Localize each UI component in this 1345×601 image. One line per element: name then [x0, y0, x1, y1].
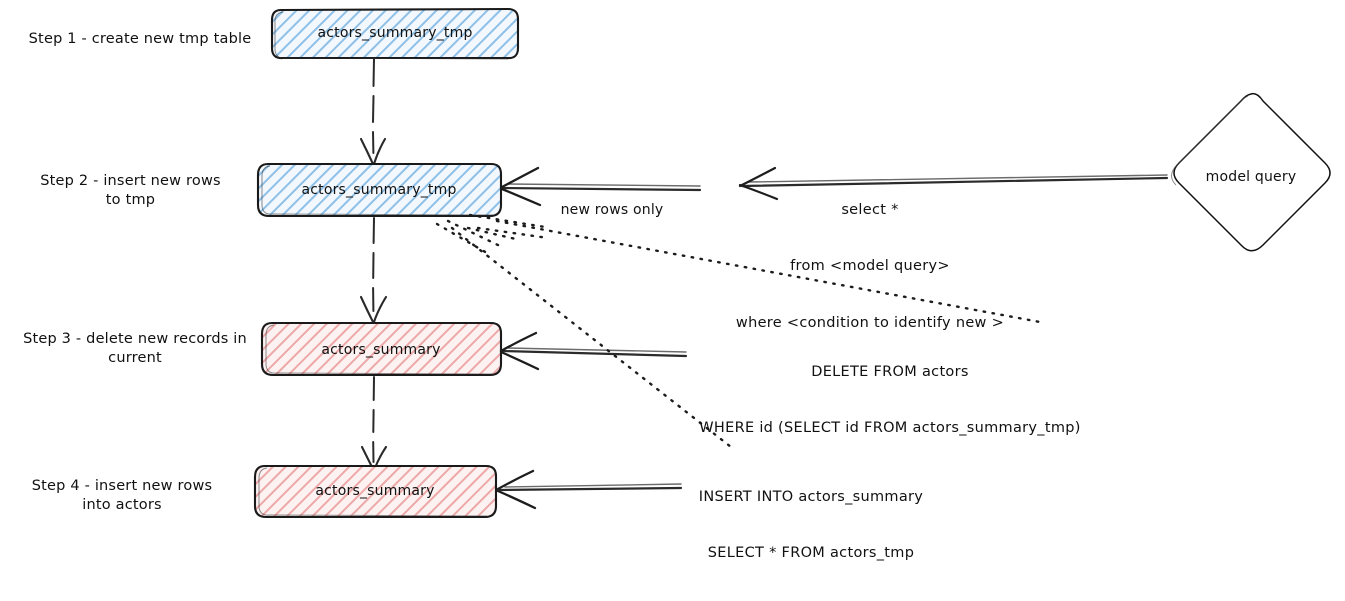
dotted-link-tmp-to-delete — [466, 213, 1042, 324]
step-4-label: Step 4 - insert new rows into actors — [31, 478, 213, 513]
sql-delete-block: DELETE FROM actors WHERE id (SELECT id F… — [680, 325, 1100, 476]
edge-label-new-rows-only: new rows only — [560, 202, 664, 218]
flow-arrow-2 — [359, 217, 388, 324]
sql-select-line-1: select * — [841, 201, 899, 218]
diagram-svg — [253, 7, 1331, 519]
node-3-label: actors_summary — [321, 342, 441, 358]
sql-select-line-2: from <model query> — [790, 258, 950, 275]
edge-insert-to-actors-summary — [496, 469, 683, 510]
flow-arrow-3 — [360, 376, 388, 473]
sql-select-block: select * from <model query> where <condi… — [720, 163, 1020, 370]
sql-delete-line-1: DELETE FROM actors — [811, 363, 969, 380]
edge-model-query-to-select — [738, 166, 1169, 201]
step-2-label: Step 2 - insert new rows to tmp — [40, 173, 221, 208]
node-4-label: actors_summary — [315, 483, 435, 499]
node-5-label: model query — [1205, 169, 1297, 185]
edge-delete-to-actors-summary — [499, 331, 688, 371]
sql-insert-line-1: INSERT INTO actors_summary — [698, 488, 924, 505]
node-1-label: actors_summary_tmp — [317, 25, 473, 41]
sql-insert-line-2: SELECT * FROM actors_tmp — [707, 545, 915, 562]
dotted-link-tmp-to-insert — [435, 219, 733, 449]
sql-delete-line-2: WHERE id (SELECT id FROM actors_summary_… — [699, 420, 1081, 437]
node-actors-summary-4[interactable] — [253, 464, 498, 519]
edge-select-to-tmp — [500, 166, 702, 207]
node-model-query-diamond[interactable] — [1171, 92, 1331, 252]
node-2-label: actors_summary_tmp — [301, 182, 457, 198]
step-3-label: Step 3 - delete new records in current — [23, 331, 247, 366]
flow-arrow-1 — [359, 58, 387, 166]
step-1-label: Step 1 - create new tmp table — [28, 31, 252, 47]
sql-select-line-3: where <condition to identify new > — [735, 314, 1005, 331]
node-actors-summary-3[interactable] — [260, 321, 503, 377]
sql-insert-block: INSERT INTO actors_summary SELECT * FROM… — [676, 450, 946, 601]
node-actors-summary-tmp-2[interactable] — [256, 162, 503, 218]
node-actors-summary-tmp-1[interactable] — [270, 7, 520, 60]
diagram-canvas: Step 1 - create new tmp table actors_sum… — [23, 7, 1331, 562]
